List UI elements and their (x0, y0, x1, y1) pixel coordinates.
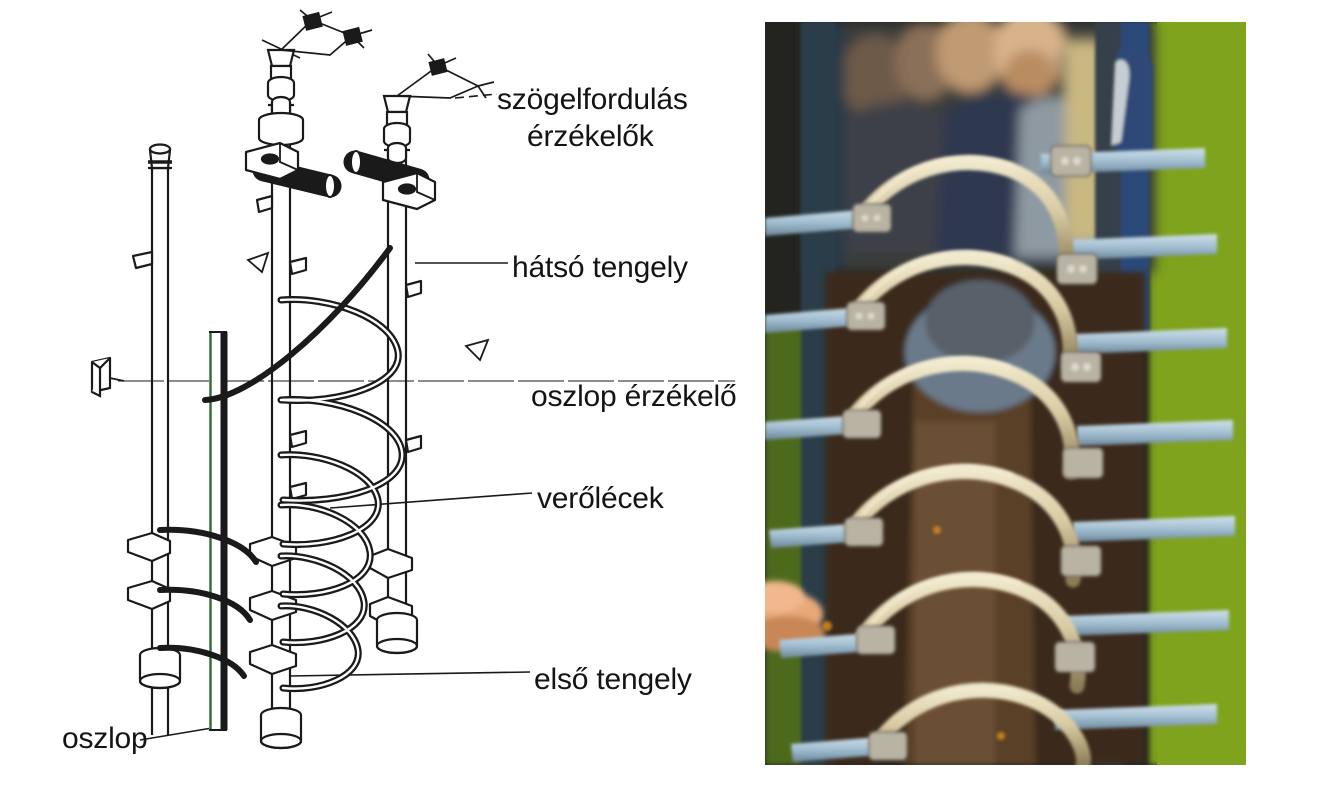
ground-specks (822, 526, 1005, 740)
label-rear-axle: hátsó tengely (512, 251, 688, 284)
clamp-fittings (842, 145, 1104, 761)
label-angle-sensors: szögelfordulás érzékelők (497, 82, 688, 155)
label-beater-bars: verőlécek (537, 482, 664, 515)
label-post-sensor: oszlop érzékelő (531, 380, 737, 413)
label-angle-sensors-line2: érzékelők (527, 119, 654, 153)
connecting-rod (202, 245, 393, 403)
label-front-axle: első tengely (534, 663, 692, 696)
left-shaft (126, 143, 182, 735)
label-angle-sensors-line1: szögelfordulás (497, 83, 688, 116)
beater-bars-highlight (279, 298, 404, 690)
sensor-arrowheads (246, 251, 490, 362)
beater-bars-helix (157, 296, 406, 693)
photograph-svg (765, 22, 1246, 765)
right-shaft (343, 53, 495, 655)
blue-panel (1111, 48, 1153, 160)
post-oszlop (209, 331, 228, 731)
label-post: oszlop (62, 722, 148, 755)
photograph-panel (765, 22, 1246, 765)
line-drawing-panel (90, 9, 735, 750)
helical-rails-highlight (853, 156, 1021, 632)
line-drawing-svg (90, 9, 735, 750)
post-sensor-box (90, 356, 125, 398)
